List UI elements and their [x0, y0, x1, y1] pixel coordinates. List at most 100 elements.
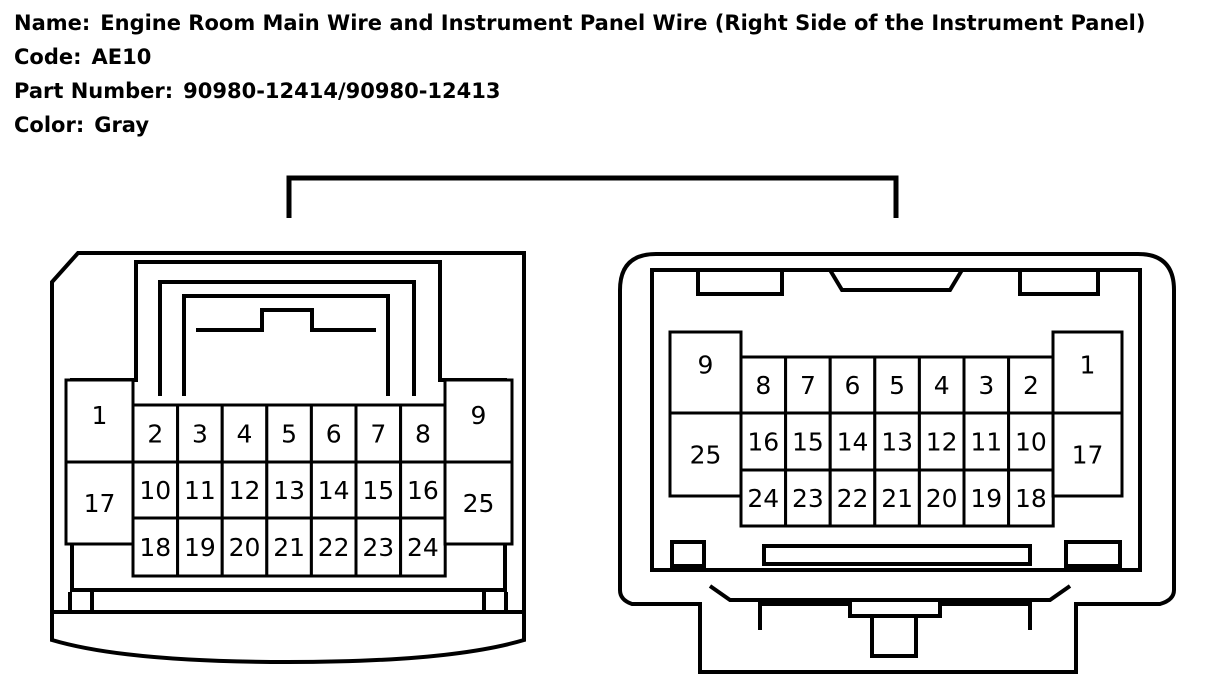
- left-pin-1-cell: [64, 378, 135, 464]
- left-pin-9-cell: [443, 378, 514, 464]
- name-value: Engine Room Main Wire and Instrument Pan…: [100, 11, 1146, 35]
- part-number-value: 90980-12414/90980-12413: [183, 79, 501, 103]
- right-pin-17-cell: [1051, 411, 1124, 498]
- right-pin-2-label: 2: [1023, 371, 1039, 400]
- left-pin-12-label: 12: [229, 476, 261, 505]
- right-pin-14-label: 14: [837, 428, 869, 457]
- right-pin-25-cell: [668, 411, 743, 498]
- left-pin-23-label: 23: [362, 533, 394, 562]
- right-inner-frame: [650, 268, 1142, 572]
- left-pin-17-label: 17: [84, 489, 116, 518]
- left-pin-18-label: 18: [139, 533, 171, 562]
- right-bottom-block-right: [1064, 540, 1122, 568]
- left-pin-1-label: 1: [92, 401, 108, 430]
- right-pin-4-label: 4: [934, 371, 950, 400]
- right-pin-5-label: 5: [889, 371, 905, 400]
- right-pin-20-label: 20: [926, 484, 958, 513]
- left-pin-20-label: 20: [229, 533, 261, 562]
- right-bottom-block-left: [670, 540, 706, 568]
- part-number-key: Part Number:: [14, 79, 174, 103]
- left-pin-4-label: 4: [237, 420, 253, 449]
- left-pin-13-label: 13: [273, 476, 305, 505]
- left-pin-2-label: 2: [147, 420, 163, 449]
- left-housing: [50, 251, 526, 665]
- part-number-row: Part Number: 90980-12414/90980-12413: [14, 74, 1145, 108]
- right-pin-12-cell: [917, 411, 966, 472]
- name-row: Name: Engine Room Main Wire and Instrumen…: [14, 6, 1145, 40]
- right-pin-22-label: 22: [837, 484, 869, 513]
- left-pin-19-label: 19: [184, 533, 216, 562]
- connector-info: Name: Engine Room Main Wire and Instrumen…: [14, 6, 1145, 142]
- right-pin-9-label: 9: [698, 351, 714, 380]
- left-pin-21-label: 21: [273, 533, 305, 562]
- left-pin-18-cell: [131, 516, 180, 578]
- left-pin-25-cell: [443, 460, 514, 546]
- right-pin-23-label: 23: [792, 484, 824, 513]
- right-bottom-bar: [762, 544, 1032, 566]
- right-pin-22-cell: [828, 468, 877, 528]
- right-pin-7-label: 7: [800, 371, 816, 400]
- right-housing: [618, 252, 1176, 674]
- right-pin-15-label: 15: [792, 428, 824, 457]
- right-pin-21-label: 21: [881, 484, 913, 513]
- name-key: Name:: [14, 11, 91, 35]
- code-row: Code: AE10: [14, 40, 1145, 74]
- color-row: Color: Gray: [14, 108, 1145, 142]
- left-pin-8-label: 8: [415, 420, 431, 449]
- left-bottom-slot-r: [482, 592, 508, 612]
- right-pin-20-cell: [917, 468, 966, 528]
- left-inner-frame: [70, 260, 507, 592]
- right-pin-11-label: 11: [970, 428, 1002, 457]
- right-pin-17-label: 17: [1072, 441, 1104, 470]
- left-pin-3-label: 3: [192, 420, 208, 449]
- left-pin-17-cell: [64, 460, 135, 546]
- right-pin-10-label: 10: [1015, 428, 1047, 457]
- code-value: AE10: [91, 45, 152, 69]
- right-top-slot-right: [1018, 270, 1100, 296]
- left-pin-10-label: 10: [139, 476, 171, 505]
- right-pin-3-label: 3: [978, 371, 994, 400]
- left-pin-15-label: 15: [362, 476, 394, 505]
- left-pin-25-label: 25: [463, 489, 495, 518]
- right-pin-16-label: 16: [747, 428, 779, 457]
- left-latch: [158, 280, 416, 396]
- color-value: Gray: [94, 113, 150, 137]
- color-key: Color:: [14, 113, 85, 137]
- right-key: [758, 602, 1032, 658]
- left-pin-9-label: 9: [471, 401, 487, 430]
- left-latch-tab: [196, 308, 376, 332]
- left-pin-20-cell: [220, 516, 269, 578]
- pair-bracket: [286, 175, 899, 218]
- left-pin-5-label: 5: [281, 420, 297, 449]
- left-bottom-slot-l: [68, 592, 94, 612]
- left-pin-23-cell: [354, 516, 403, 578]
- right-top-center-notch: [828, 268, 964, 292]
- right-pin-19-label: 19: [970, 484, 1002, 513]
- left-pin-22-label: 22: [318, 533, 350, 562]
- right-pin-11-cell: [962, 411, 1011, 472]
- right-pin-25-label: 25: [690, 441, 722, 470]
- left-pin-16-label: 16: [407, 476, 439, 505]
- right-pin-18-label: 18: [1015, 484, 1047, 513]
- right-pin-1-cell: [1051, 330, 1124, 415]
- left-pin-6-label: 6: [326, 420, 342, 449]
- right-pin-6-label: 6: [845, 371, 861, 400]
- left-pin-14-label: 14: [318, 476, 350, 505]
- right-pin-1-label: 1: [1080, 351, 1096, 380]
- left-pin-11-cell: [176, 460, 224, 520]
- left-pin-24-cell: [399, 516, 447, 578]
- right-pin-24-cell: [739, 468, 788, 528]
- right-pin-24-label: 24: [747, 484, 779, 513]
- left-pin-7-label: 7: [370, 420, 386, 449]
- right-top-slot-left: [696, 270, 784, 296]
- right-pin-18-cell: [1007, 468, 1055, 528]
- right-key-rail: [708, 584, 1072, 602]
- right-pin-8-label: 8: [755, 371, 771, 400]
- left-pin-6-cell: [309, 403, 358, 464]
- code-key: Code:: [14, 45, 82, 69]
